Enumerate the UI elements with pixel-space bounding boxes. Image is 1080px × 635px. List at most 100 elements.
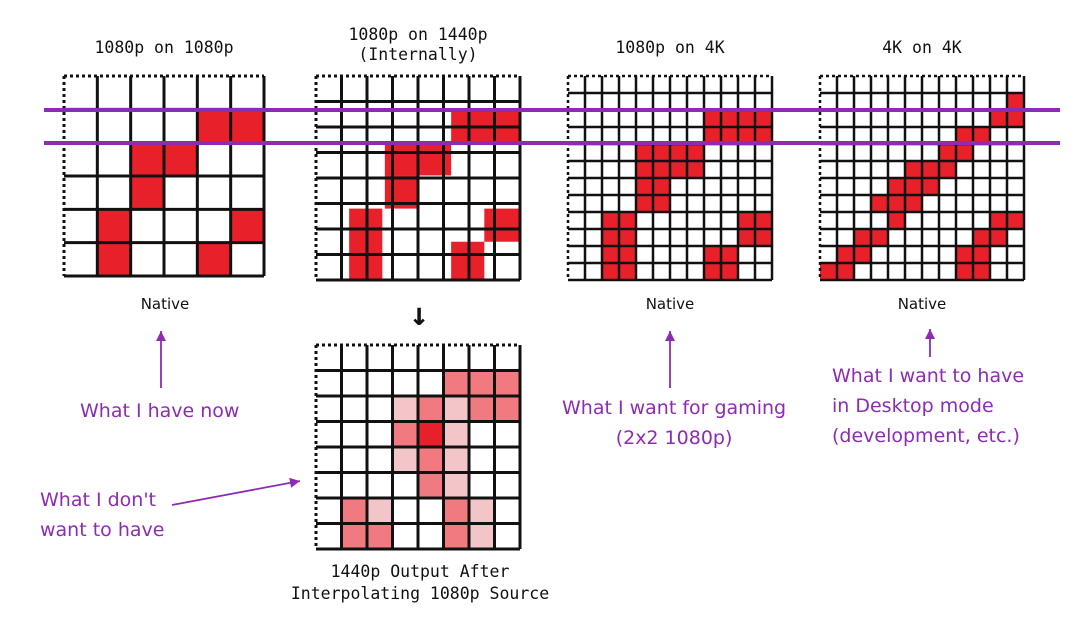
pixel-cell [1007, 110, 1024, 127]
pixel-cell [888, 212, 905, 229]
pixel-cell [973, 229, 990, 246]
pixel-cell [922, 161, 939, 178]
pixel-cell [1007, 212, 1024, 229]
pixel-cell [97, 242, 131, 276]
pixel-cell [636, 161, 653, 178]
pixel-cell [443, 396, 469, 422]
pixel-cell [721, 127, 738, 144]
panel-title-1080p-on-4k: 1080p on 4K [615, 38, 725, 57]
pixel-cell [443, 523, 469, 549]
grid-1440p-interpolated [314, 343, 522, 551]
note-dont-want: What I don't want to have [40, 489, 165, 541]
pixel-cell [871, 195, 888, 212]
pixel-cell [469, 370, 495, 396]
pixel-cell [619, 246, 636, 263]
pixel-cell [418, 447, 444, 473]
pixel-cell [494, 396, 520, 422]
pixel-cell [602, 229, 619, 246]
pixel-cell [392, 447, 418, 473]
pixel-cell [670, 144, 687, 161]
down-arrow: ↓ [409, 295, 429, 333]
pixel-cell [738, 127, 755, 144]
pixel-cell [130, 176, 164, 210]
pixel-cell [704, 246, 721, 263]
pixel-cell [854, 229, 871, 246]
pixel-cell [670, 161, 687, 178]
note-have-now: What I have now [80, 400, 240, 422]
panel-title-1080p-on-1440p: 1080p on 1440p (Internally) [348, 25, 488, 64]
arrow-dont-want [171, 477, 301, 506]
pixel-cell [704, 127, 721, 144]
grid-1080p-on-1440p [314, 74, 522, 282]
pixel-cell [484, 208, 520, 242]
pixel-cell [990, 229, 1007, 246]
pixel-cell [1007, 93, 1024, 110]
pixel-cell [687, 144, 704, 161]
pixel-cell [230, 209, 264, 243]
pixel-cell [636, 144, 653, 161]
pixel-cell [469, 523, 495, 549]
native-label-1080p: Native [140, 295, 190, 313]
pixel-cell [888, 195, 905, 212]
note-desktop: What I want to have in Desktop mode (dev… [832, 365, 1025, 447]
pixel-cell [956, 263, 973, 280]
pixel-cell [939, 161, 956, 178]
pixel-cell [443, 498, 469, 524]
pixel-cell [687, 161, 704, 178]
pixel-cell [939, 144, 956, 161]
pixel-cell [443, 370, 469, 396]
pixel-cell [905, 161, 922, 178]
pixel-cell [602, 263, 619, 280]
native-label-1080p-on-4k: Native [645, 295, 695, 313]
arrow-desktop [925, 329, 935, 357]
pixel-cell [956, 246, 973, 263]
arrow-gaming [665, 331, 675, 388]
pixel-cell [619, 229, 636, 246]
pixel-cell [367, 523, 393, 549]
pixel-cell [197, 242, 231, 276]
pixel-cell [636, 178, 653, 195]
pixel-cell [888, 178, 905, 195]
pixel-cell [392, 396, 418, 422]
pixel-cell [704, 110, 721, 127]
pixel-cell [619, 263, 636, 280]
pixel-cell [469, 396, 495, 422]
pixel-cell [973, 246, 990, 263]
pixel-cell [956, 127, 973, 144]
pixel-cell [418, 421, 444, 447]
pixel-cell [738, 110, 755, 127]
pixel-cell [755, 229, 772, 246]
pixel-cell [973, 127, 990, 144]
pixel-cell [755, 212, 772, 229]
pixel-cell [469, 498, 495, 524]
pixel-cell [922, 178, 939, 195]
pixel-cell [653, 195, 670, 212]
pixel-cell [990, 110, 1007, 127]
note-gaming: What I want for gaming (2x2 1080p) [562, 397, 787, 449]
pixel-cell [973, 263, 990, 280]
pixel-cell [494, 370, 520, 396]
pixel-cell [871, 229, 888, 246]
pixel-cell [820, 263, 837, 280]
pixel-cell [721, 263, 738, 280]
pixel-cell [443, 421, 469, 447]
pixel-cell [990, 212, 1007, 229]
pixel-cell [443, 447, 469, 473]
pixel-cell [854, 246, 871, 263]
panel-title-1080p-on-1080p: 1080p on 1080p [94, 38, 234, 57]
pixel-cell [837, 246, 854, 263]
pixel-cell [704, 263, 721, 280]
pixel-cell [755, 127, 772, 144]
grid-4k-on-4k [818, 74, 1026, 282]
grid-1080p-on-1080p [62, 74, 266, 278]
pixel-cell [418, 396, 444, 422]
pixel-cell [721, 246, 738, 263]
pixel-cell [443, 472, 469, 498]
pixel-cell [636, 195, 653, 212]
pixel-cell [956, 144, 973, 161]
pixel-cell [755, 110, 772, 127]
pixel-cell [653, 161, 670, 178]
pixel-cell [905, 178, 922, 195]
pixel-cell [367, 498, 393, 524]
